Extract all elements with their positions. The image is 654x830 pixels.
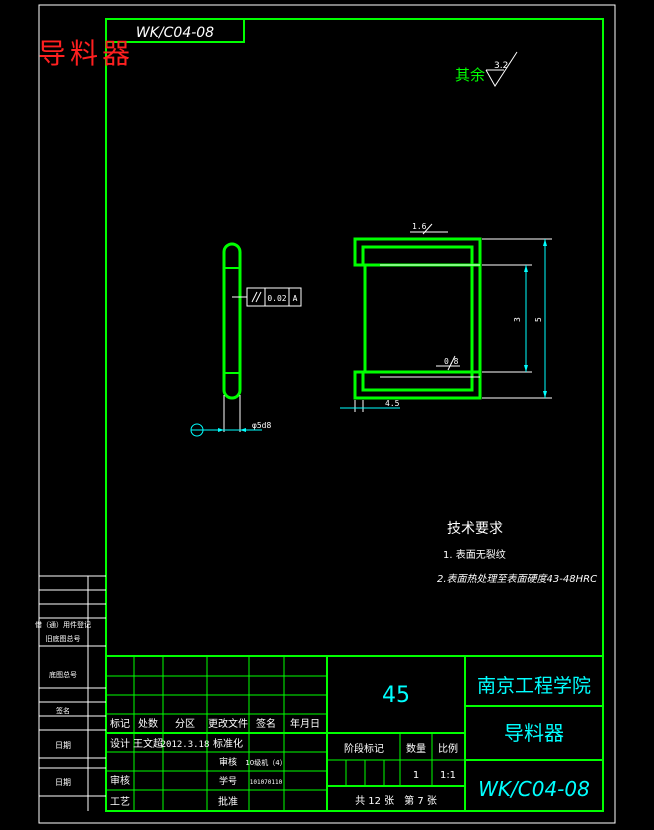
watermark-title: 导料器	[38, 37, 134, 70]
code-box	[105, 18, 245, 43]
roughness-icon	[485, 51, 518, 87]
dim-diameter: φ5d8	[252, 421, 271, 430]
part-name: 导料器	[504, 721, 564, 745]
student-no: 101070110	[250, 779, 283, 786]
dim-height-1: 3	[513, 317, 522, 322]
material: 45	[382, 683, 410, 708]
dim-height-2: 5	[534, 317, 543, 322]
r-design: 设计	[110, 737, 130, 750]
h-mark: 标记	[110, 718, 130, 730]
design-date: 2012.3.18	[161, 740, 210, 750]
scale-label: 比例	[438, 742, 458, 755]
tech-req-2: 2.表面热处理至表面硬度43-48HRC	[437, 573, 597, 585]
side-item-5: 日期	[55, 741, 71, 750]
roughness-note: 其余	[455, 66, 485, 84]
weight: 数量	[406, 742, 426, 755]
inner-border	[105, 18, 604, 812]
side-panel	[39, 575, 106, 811]
designer: 王文超	[133, 737, 163, 750]
h-count: 处数	[138, 717, 158, 730]
r-process: 工艺	[110, 796, 130, 808]
pin-view	[190, 242, 262, 437]
side-item-1: 借（通）用件登记	[35, 620, 91, 629]
side-item-4: 签名	[56, 706, 70, 715]
title-block	[106, 655, 603, 811]
proof: 审核	[219, 756, 237, 768]
drawing-code: WK/C04-08	[478, 777, 590, 801]
h-doc: 更改文件	[208, 717, 248, 730]
approve: 批准	[218, 795, 238, 808]
r-no: 学号	[219, 775, 237, 787]
stage-mark: 阶段标记	[344, 742, 384, 755]
tolerance-datum: A	[293, 294, 298, 303]
school-name: 南京工程学院	[477, 675, 591, 697]
tolerance-value: 0.02	[267, 294, 286, 303]
r-review: 审核	[110, 774, 130, 787]
sheets: 共 12 张 第 7 张	[355, 794, 437, 807]
h-zone: 分区	[175, 718, 195, 730]
h-date: 年月日	[290, 717, 320, 730]
tolerance-frame	[232, 287, 302, 307]
dim-small-1: 1.6	[412, 222, 427, 231]
class: 10级机（4）	[245, 758, 286, 767]
bracket-view	[340, 223, 552, 412]
roughness-value: 3.2	[494, 61, 508, 71]
scale: 1:1	[440, 770, 456, 781]
h-sign: 签名	[256, 717, 276, 730]
side-item-6: 日期	[55, 778, 71, 787]
side-item-2: 旧底图总号	[46, 634, 81, 643]
tech-req-1: 1. 表面无裂纹	[443, 548, 506, 561]
qty: 1	[413, 770, 419, 781]
side-item-3: 底图总号	[49, 670, 77, 679]
outer-frame	[38, 4, 616, 824]
code-box-text: WK/C04-08	[136, 25, 214, 41]
dim-small-2: 0.8	[444, 357, 459, 366]
tech-title: 技术要求	[447, 521, 503, 537]
dim-width: 4.5	[385, 399, 400, 408]
r-standard: 标准化	[213, 737, 243, 750]
